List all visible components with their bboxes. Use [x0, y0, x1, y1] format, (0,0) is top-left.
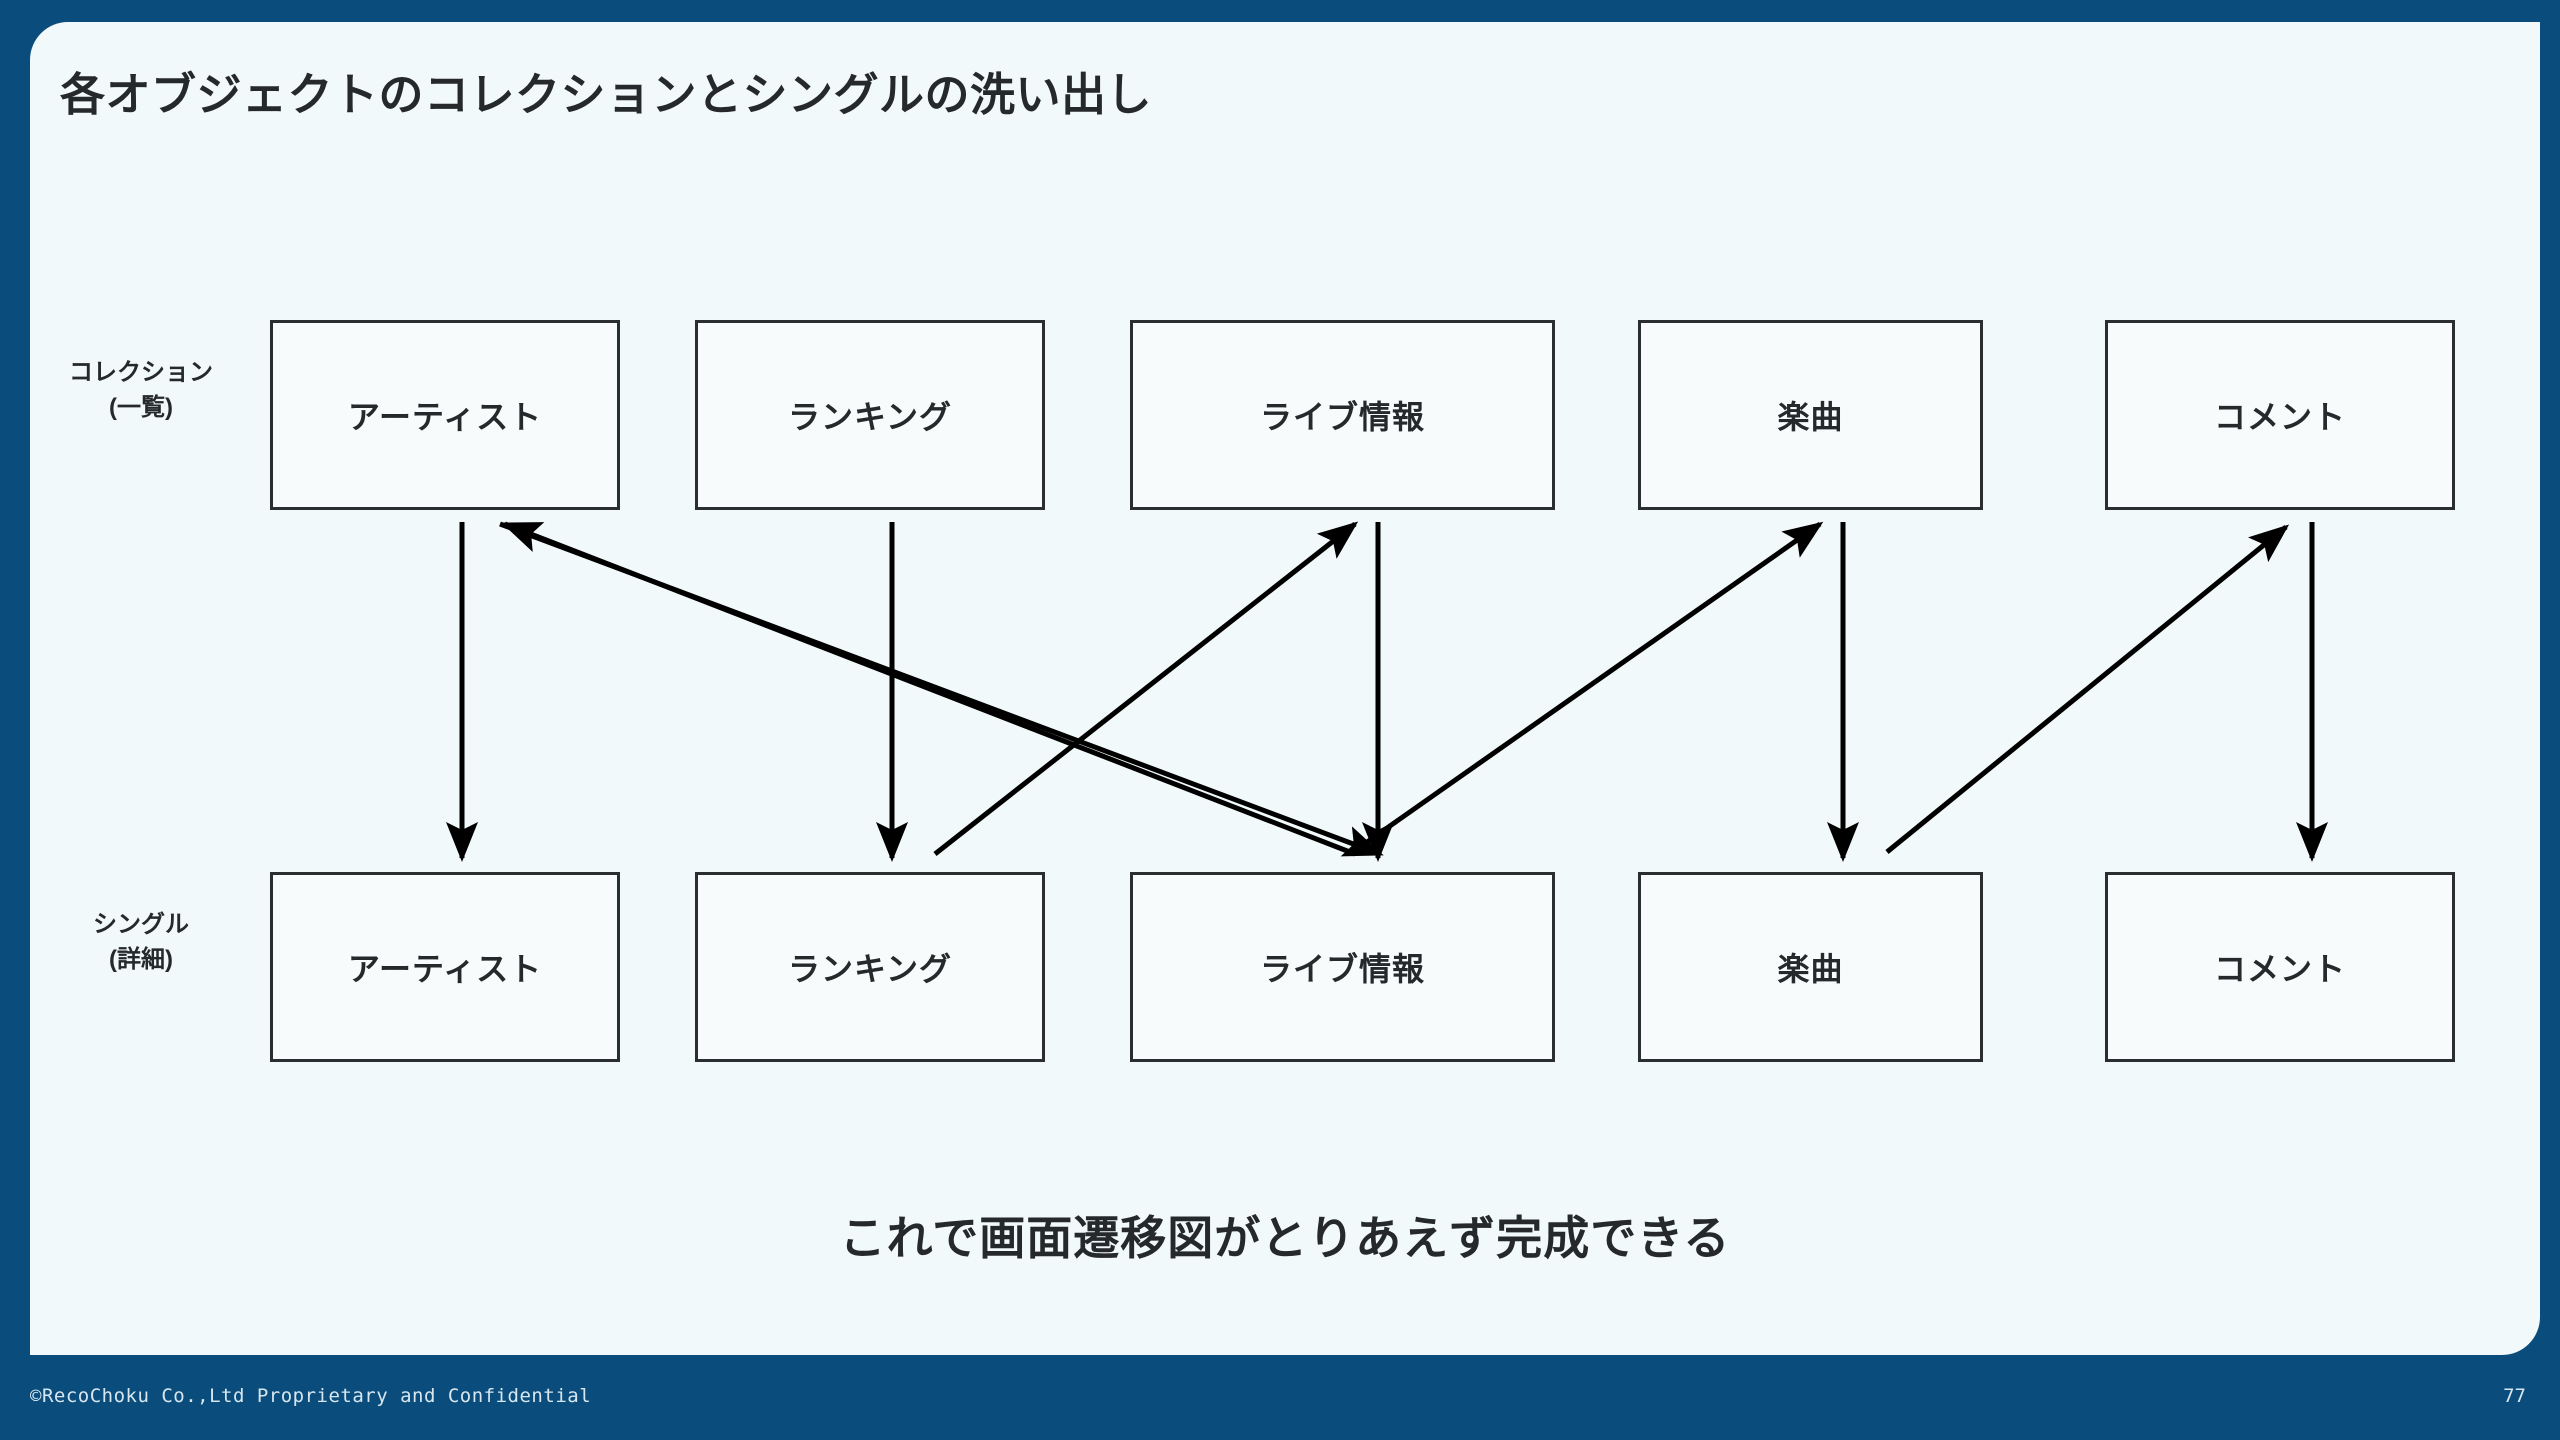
- arrow-artist-collection-to-live-single: [499, 521, 1384, 857]
- row-label-single-line2: (詳細): [109, 945, 173, 973]
- node-single-ranking-label: ランキング: [787, 951, 953, 987]
- node-collection-song-label: 楽曲: [1777, 399, 1844, 435]
- row-label-collection: コレクション (一覧): [36, 356, 246, 426]
- slide-card: 各オブジェクトのコレクションとシングルの洗い出し コレクション (一覧) シング…: [30, 22, 2540, 1355]
- node-single-comment-label: コメント: [2213, 951, 2346, 987]
- node-collection-artist-label: アーティスト: [347, 399, 543, 435]
- arrow-ranking-single-to-live-collection: [933, 521, 1359, 856]
- summary-caption: これで画面遷移図がとりあえず完成できる: [839, 1212, 1731, 1264]
- node-collection-artist[interactable]: アーティスト: [270, 320, 620, 510]
- node-collection-live-label: ライブ情報: [1259, 399, 1425, 435]
- node-single-comment[interactable]: コメント: [2105, 872, 2455, 1062]
- footer-bar: ©RecoChoku Co.,Ltd Proprietary and Confi…: [0, 1355, 2560, 1440]
- node-collection-live[interactable]: ライブ情報: [1130, 320, 1555, 510]
- node-single-live-label: ライブ情報: [1259, 951, 1425, 987]
- page-number: 77: [2503, 1385, 2526, 1407]
- page-title: 各オブジェクトのコレクションとシングルの洗い出し: [60, 69, 1153, 120]
- node-single-artist[interactable]: アーティスト: [270, 872, 620, 1062]
- node-collection-comment[interactable]: コメント: [2105, 320, 2455, 510]
- arrow-comment-single-to-comment-collection: [1885, 524, 2290, 854]
- arrow-ranking-single-to-song-collection: [1348, 521, 1824, 857]
- arrow-live-single-to-artist-collection-2: [501, 521, 1356, 857]
- node-single-live[interactable]: ライブ情報: [1130, 872, 1555, 1062]
- row-label-single: シングル (詳細): [36, 908, 246, 978]
- node-single-ranking[interactable]: ランキング: [695, 872, 1045, 1062]
- node-single-song[interactable]: 楽曲: [1638, 872, 1983, 1062]
- copyright-notice: ©RecoChoku Co.,Ltd Proprietary and Confi…: [30, 1385, 592, 1407]
- node-collection-ranking-label: ランキング: [787, 399, 953, 435]
- object-transition-diagram: コレクション (一覧) シングル (詳細) アーティスト ランキング ライブ情報…: [30, 22, 2540, 1355]
- arrow-layer: [446, 521, 2329, 863]
- node-collection-comment-label: コメント: [2213, 399, 2346, 435]
- row-label-collection-line2: (一覧): [109, 393, 173, 421]
- row-label-collection-line1: コレクション: [69, 359, 213, 386]
- node-single-song-label: 楽曲: [1777, 951, 1844, 987]
- node-collection-song[interactable]: 楽曲: [1638, 320, 1983, 510]
- row-label-single-line1: シングル: [93, 911, 189, 938]
- node-single-artist-label: アーティスト: [347, 951, 543, 987]
- node-collection-ranking[interactable]: ランキング: [695, 320, 1045, 510]
